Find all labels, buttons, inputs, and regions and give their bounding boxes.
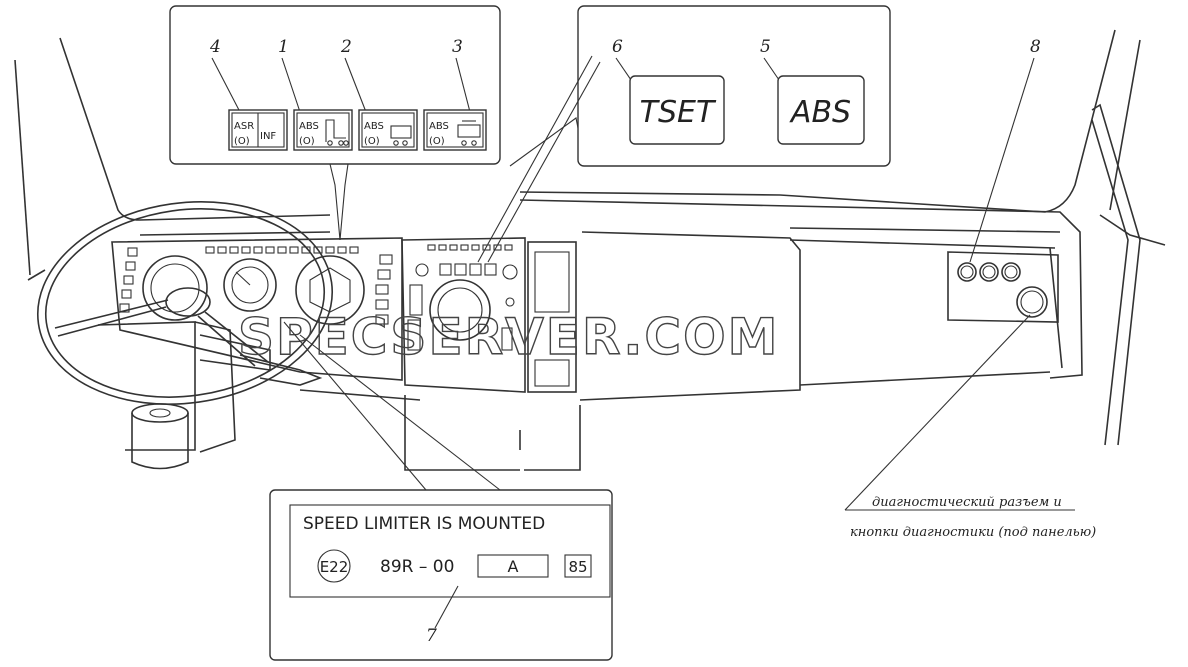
console-lamp-row: [427, 244, 513, 251]
callout-4: 4: [209, 37, 221, 57]
plate-regulation: 89R – 00: [380, 557, 454, 577]
indicator-abs-trailer-alt: ABS (O): [423, 109, 487, 151]
inf-label: INF: [260, 131, 276, 142]
svg-text:(O): (O): [234, 136, 250, 147]
watermark: SPECSERVER.COM: [238, 308, 779, 366]
plate-mark: E22: [320, 558, 349, 576]
callout-7: 7: [426, 626, 437, 646]
tset-label: TSET: [640, 95, 717, 130]
abs-lamp-label: ABS: [789, 95, 851, 130]
indicator-asr-inf: ASR INF (O): [228, 109, 288, 151]
indicator-abs-truck: ABS (O): [293, 109, 353, 151]
lamp-abs: ABS: [777, 75, 865, 145]
plate-heading: SPEED LIMITER IS MOUNTED: [303, 514, 545, 534]
svg-text:(O): (O): [299, 136, 315, 147]
abs-label-3: ABS: [429, 121, 449, 132]
plate-speed: 85: [568, 558, 587, 576]
note-line-1: диагностический разъем и: [872, 495, 1062, 510]
diagnostic-note: диагностический разъем и кнопки диагност…: [844, 314, 1096, 540]
note-line-2: кнопки диагностики (под панелью): [850, 525, 1096, 540]
indicator-abs-trailer: ABS (O): [358, 109, 418, 151]
left-switch-column: [119, 247, 138, 313]
asr-label: ASR: [234, 121, 254, 132]
steering-wheel: [36, 201, 334, 405]
console-buttons: [415, 263, 518, 280]
callout-1: 1: [278, 37, 289, 57]
svg-text:(O): (O): [429, 136, 445, 147]
callout-2: 2: [340, 37, 352, 57]
callout-6: 6: [612, 37, 623, 57]
lamp-inset: 6 5 TSET ABS: [477, 5, 891, 263]
lamp-tset: TSET: [629, 75, 725, 145]
cluster-lamp-row: [205, 246, 359, 254]
plate-code: A: [508, 557, 519, 576]
leader-8: [969, 57, 1035, 263]
svg-text:(O): (O): [364, 136, 380, 147]
right-switch-column: [375, 254, 393, 325]
abs-label-2: ABS: [364, 121, 384, 132]
dashboard-body: [97, 199, 1083, 471]
speed-limiter-plate: SPEED LIMITER IS MOUNTED E22 89R – 00 A …: [269, 321, 613, 661]
callout-3: 3: [452, 37, 463, 57]
indicator-inset: 4 1 2 3 ASR INF (O) ABS (O): [169, 5, 501, 241]
callout-8: 8: [1030, 37, 1041, 57]
diagnostic-panel: [947, 251, 1059, 323]
abs-label-1: ABS: [299, 121, 319, 132]
callout-5: 5: [760, 37, 771, 57]
leader-7: [434, 585, 459, 629]
